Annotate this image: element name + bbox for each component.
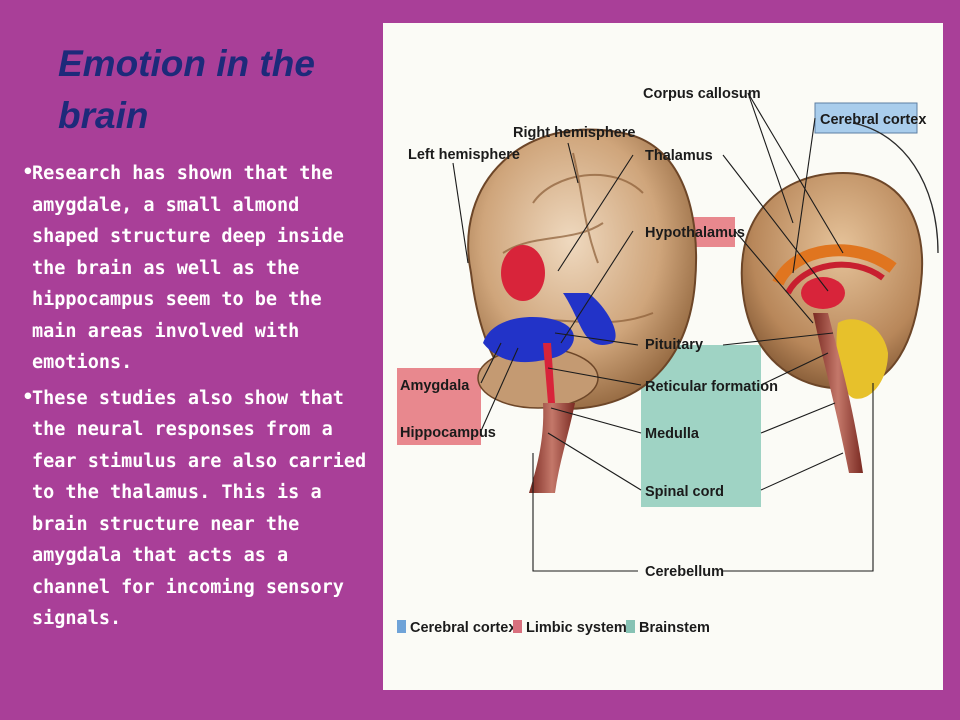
label-cerebellum: Cerebellum: [645, 564, 724, 580]
brain-diagram: Corpus callosum Cerebral cortex Right he…: [383, 23, 943, 690]
bullet-item: •Research has shown that the amygdale, a…: [22, 158, 367, 379]
label-medulla: Medulla: [645, 426, 700, 442]
label-reticular-formation: Reticular formation: [645, 379, 778, 395]
amygdala-hippocampus-box: [397, 368, 481, 445]
label-right-hemisphere: Right hemisphere: [513, 125, 635, 141]
label-spinal-cord: Spinal cord: [645, 484, 724, 500]
bullet-list: •Research has shown that the amygdale, a…: [22, 158, 367, 639]
legend-label-limbic: Limbic system: [526, 620, 627, 636]
brain-diagram-svg: Corpus callosum Cerebral cortex Right he…: [397, 86, 939, 636]
legend: Cerebral cortex Limbic system Brainstem: [397, 620, 710, 636]
label-corpus-callosum: Corpus callosum: [643, 86, 761, 102]
legend-swatch-brainstem: [626, 620, 635, 633]
right-cerebellum-illustration: [836, 319, 888, 399]
legend-swatch-cortex: [397, 620, 406, 633]
corpus-callosum-illustration: [772, 244, 897, 286]
bullet-dot-icon: •: [22, 162, 34, 183]
label-hippocampus: Hippocampus: [400, 425, 496, 441]
legend-label-brainstem: Brainstem: [639, 620, 710, 636]
slide-title: Emotion in the brain: [58, 43, 315, 136]
right-thalamus-illustration: [801, 277, 845, 309]
leader-lines: [452, 92, 874, 572]
thalamus-illustration: [501, 245, 545, 301]
bullet-item: •These studies also show that the neural…: [22, 383, 367, 635]
left-brainstem-illustration: [529, 403, 575, 493]
legend-label-cortex: Cerebral cortex: [410, 620, 516, 636]
right-brainstem-illustration: [813, 313, 863, 473]
label-hypothalamus: Hypothalamus: [645, 225, 745, 241]
bullet-dot-icon: •: [22, 386, 34, 408]
label-left-hemisphere: Left hemisphere: [408, 147, 520, 163]
label-pituitary: Pituitary: [645, 337, 703, 353]
bullet-text: Research has shown that the amygdale, a …: [32, 163, 344, 373]
label-thalamus: Thalamus: [645, 148, 713, 164]
legend-swatch-limbic: [513, 620, 522, 633]
bullet-text: These studies also show that the neural …: [32, 387, 367, 630]
cerebral-cortex-box: [814, 102, 918, 134]
label-amygdala: Amygdala: [400, 378, 470, 394]
label-cerebral-cortex: Cerebral cortex: [820, 112, 926, 128]
